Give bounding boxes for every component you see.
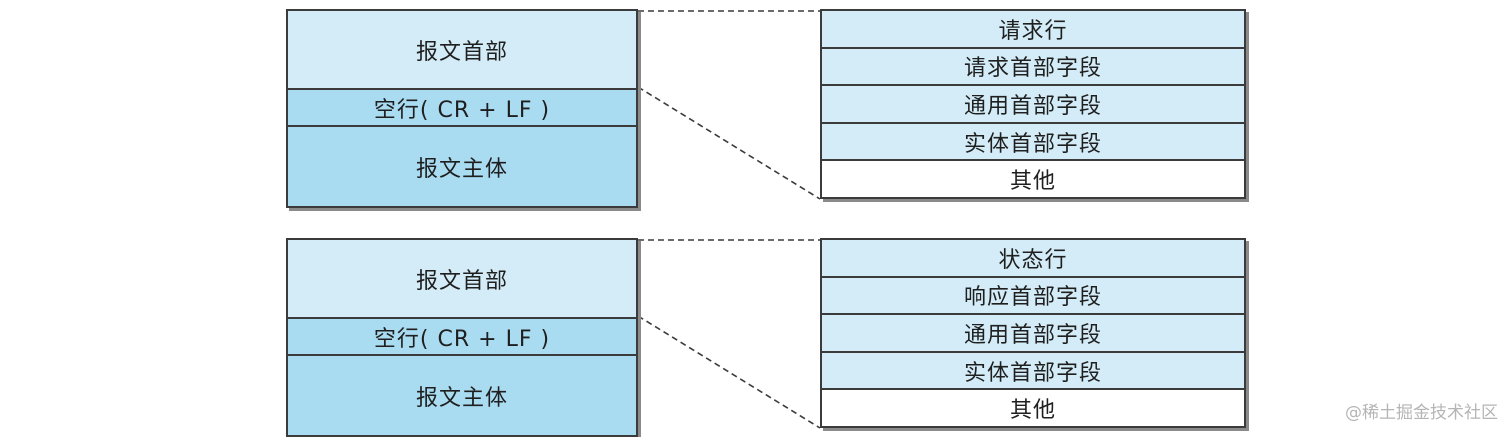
request-general-header-fields: 通用首部字段 bbox=[822, 84, 1244, 122]
response-message-header: 报文首部 bbox=[288, 240, 636, 317]
response-blank-line: 空行( CR + LF ) bbox=[288, 317, 636, 354]
response-entity-header-fields: 实体首部字段 bbox=[822, 350, 1244, 389]
request-header-fields: 请求首部字段 bbox=[822, 46, 1244, 85]
request-other: 其他 bbox=[822, 159, 1244, 197]
request-connector-bottom bbox=[637, 86, 821, 200]
request-header-detail-box: 请求行 请求首部字段 通用首部字段 实体首部字段 其他 bbox=[820, 9, 1246, 199]
request-line: 请求行 bbox=[822, 11, 1244, 47]
request-message-body: 报文主体 bbox=[288, 125, 636, 206]
response-other: 其他 bbox=[822, 388, 1244, 426]
status-line: 状态行 bbox=[822, 240, 1244, 276]
response-header-fields: 响应首部字段 bbox=[822, 275, 1244, 314]
response-message-box: 报文首部 空行( CR + LF ) 报文主体 bbox=[286, 238, 638, 437]
response-connector-bottom bbox=[637, 315, 821, 429]
request-entity-header-fields: 实体首部字段 bbox=[822, 121, 1244, 160]
response-general-header-fields: 通用首部字段 bbox=[822, 313, 1244, 351]
response-header-detail-box: 状态行 响应首部字段 通用首部字段 实体首部字段 其他 bbox=[820, 238, 1246, 428]
watermark: @稀土掘金技术社区 bbox=[1345, 403, 1498, 423]
request-message-box: 报文首部 空行( CR + LF ) 报文主体 bbox=[286, 9, 638, 208]
response-message-body: 报文主体 bbox=[288, 354, 636, 435]
request-blank-line: 空行( CR + LF ) bbox=[288, 88, 636, 125]
request-message-header: 报文首部 bbox=[288, 11, 636, 88]
